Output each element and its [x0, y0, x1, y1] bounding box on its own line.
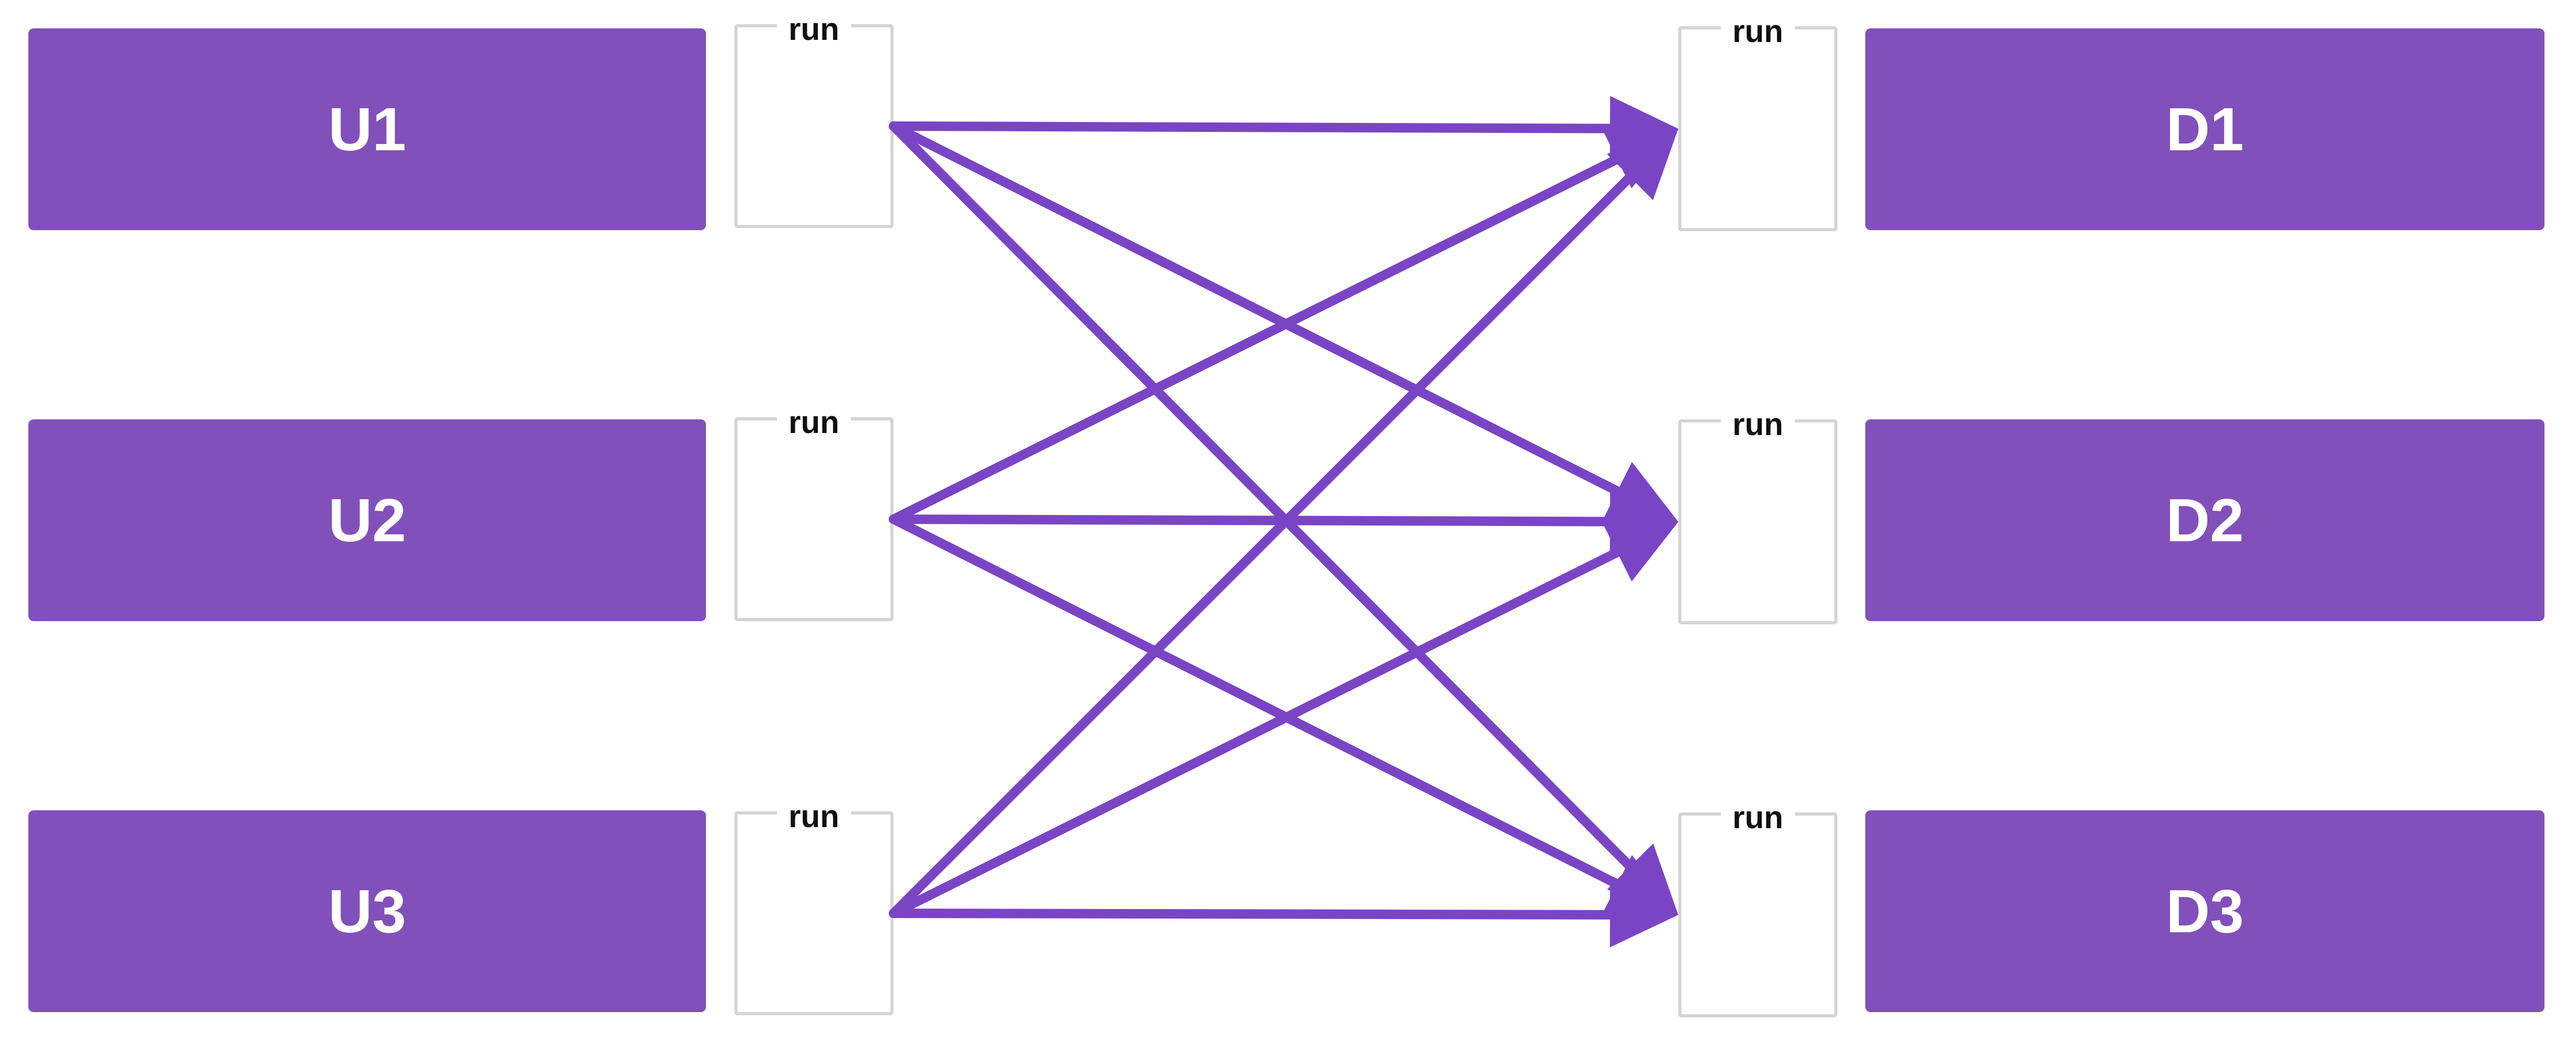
- port-u1-label: run: [777, 13, 851, 46]
- arrowhead-u2-d1: [1602, 129, 1678, 189]
- node-u1[interactable]: U1: [28, 28, 706, 230]
- arrowhead-u1-d3: [1607, 843, 1678, 915]
- port-d3-label: run: [1721, 801, 1795, 834]
- arrowhead-u3-d2: [1602, 522, 1678, 582]
- port-d1-label: run: [1721, 15, 1795, 48]
- port-u1-run[interactable]: run: [734, 13, 894, 228]
- node-u3-label: U3: [328, 877, 407, 945]
- arrowhead-u3-d3: [1609, 882, 1678, 947]
- edge-u1-d3[interactable]: [889, 121, 1639, 875]
- node-d2[interactable]: D2: [1865, 419, 2544, 621]
- node-u2[interactable]: U2: [28, 419, 706, 621]
- arrowhead-u2-d2: [1609, 489, 1678, 554]
- port-d2-run[interactable]: run: [1678, 408, 1837, 624]
- port-u2-run[interactable]: run: [734, 406, 894, 621]
- node-d1-label: D1: [2166, 95, 2244, 163]
- port-d1-run[interactable]: run: [1678, 15, 1837, 231]
- edge-u2-d1[interactable]: [889, 152, 1627, 524]
- node-d2-label: D2: [2166, 486, 2244, 554]
- node-u1-label: U1: [328, 95, 407, 163]
- edge-u2-d2[interactable]: [889, 514, 1621, 527]
- arrowhead-u3-d1: [1607, 129, 1678, 200]
- edge-u3-d1[interactable]: [889, 168, 1639, 918]
- node-d1[interactable]: D1: [1865, 28, 2544, 230]
- node-u2-label: U2: [328, 486, 407, 554]
- node-d3[interactable]: D3: [1865, 810, 2544, 1012]
- arrowhead-u1-d2: [1603, 462, 1678, 522]
- port-u2-label: run: [777, 406, 851, 439]
- edge-u3-d3[interactable]: [889, 909, 1621, 920]
- port-u3-run[interactable]: run: [734, 800, 894, 1015]
- edge-u2-d3[interactable]: [889, 514, 1627, 891]
- node-u3[interactable]: U3: [28, 810, 706, 1012]
- node-d3-label: D3: [2166, 877, 2244, 945]
- arrowhead-u2-d3: [1603, 855, 1678, 915]
- edge-u1-d2[interactable]: [889, 121, 1627, 498]
- arrowhead-u1-d1: [1609, 96, 1678, 161]
- edge-u3-d2[interactable]: [889, 545, 1627, 918]
- port-u3-label: run: [777, 800, 851, 833]
- edge-u1-d1[interactable]: [889, 121, 1621, 133]
- port-d2-label: run: [1721, 408, 1795, 441]
- port-d3-run[interactable]: run: [1678, 801, 1837, 1017]
